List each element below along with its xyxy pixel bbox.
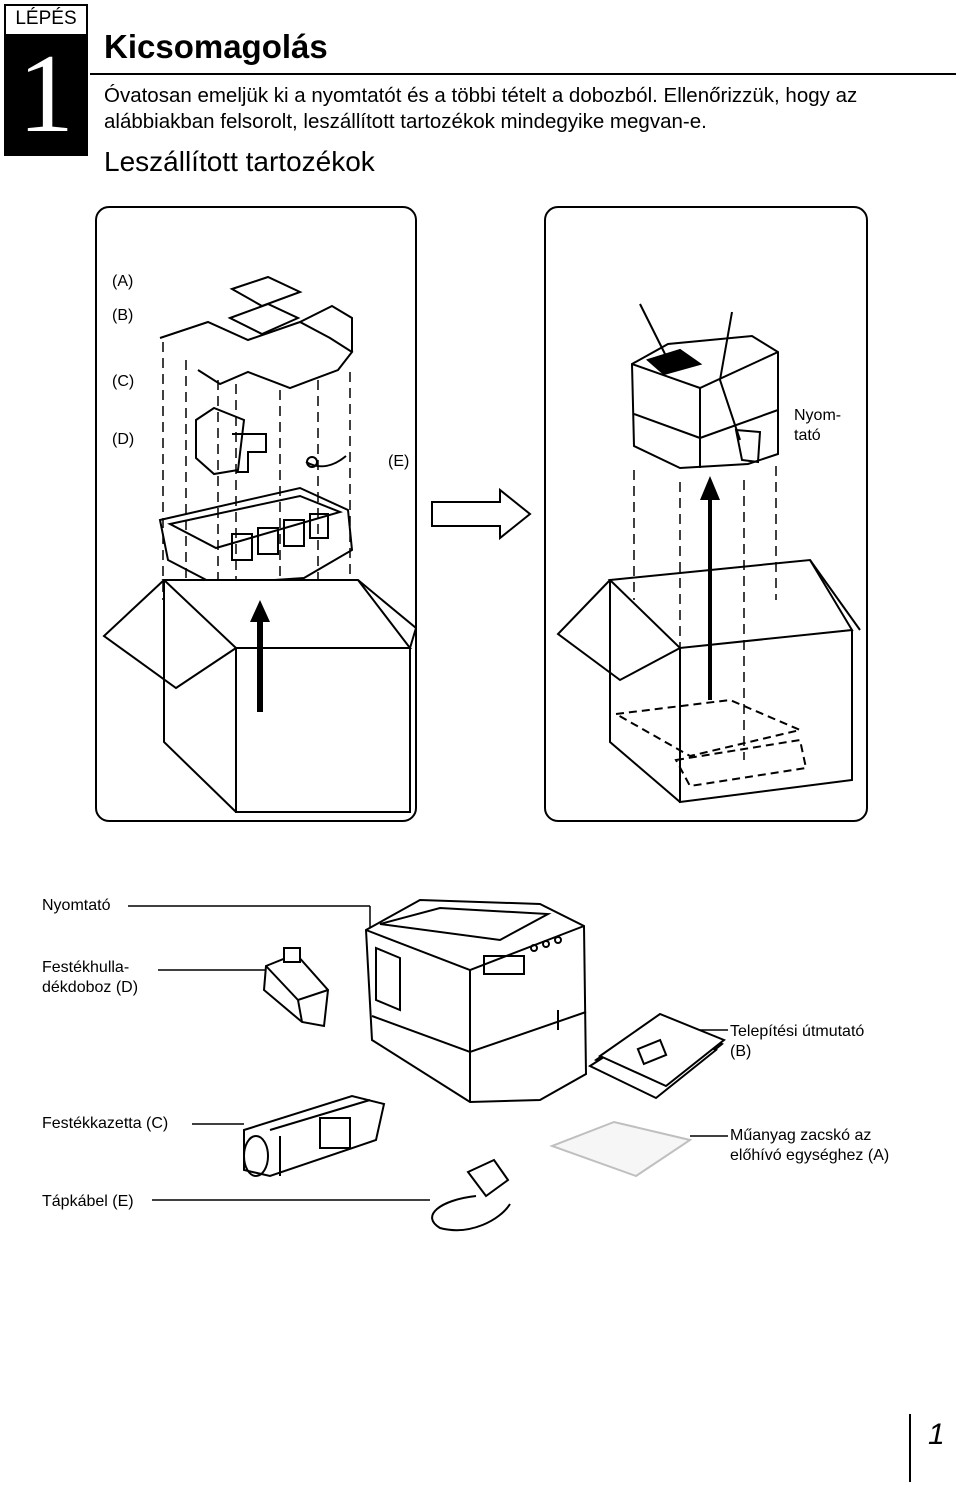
waste-toner-box-icon [262,947,330,1028]
item-power-cable-label: Tápkábel (E) [42,1193,134,1210]
printer-lifted-icon [630,303,779,470]
sleeve-sheet-icon [159,275,354,390]
page-number-rule [909,1414,911,1482]
title-rule [90,73,956,75]
label-d: (D) [112,431,135,448]
item-waste-box-line-1: Festékhulla- [42,959,130,976]
step-label: LÉPÉS [15,8,77,29]
manual-icon [587,1012,726,1100]
intro-line-2: alábbiakban felsorolt, leszállított tart… [104,110,707,133]
printer-label-right: Nyom- tató [794,406,841,446]
guide-lines-right [633,466,777,760]
box-icon-right [556,558,861,804]
intro-line-1: Óvatosan emeljük ki a nyomtatót és a töb… [104,84,858,107]
leader-lines [128,905,728,1201]
box-icon-left [102,579,418,813]
tray-icon [158,486,354,586]
printer-icon [364,898,588,1104]
label-b: (B) [112,307,134,324]
cable-icon [431,1158,511,1232]
item-bag-line-2: előhívó egységhez (A) [730,1147,890,1164]
item-toner-label: Festékkazetta (C) [42,1115,169,1132]
item-waste-box-label: Festékhulla- dékdoboz (D) [42,958,138,998]
printer-label-line-1: Nyom- [794,407,842,424]
item-guide-line-2: (B) [730,1043,752,1060]
arrow-right-icon [431,487,532,541]
intro-text: Óvatosan emeljük ki a nyomtatót és a töb… [104,83,954,135]
label-c: (C) [112,373,135,390]
bag-icon [549,1120,693,1178]
printer-label-line-2: tató [794,427,821,444]
unpack-panel-left [95,206,417,822]
waste-box-small-icon [195,406,267,476]
item-printer-label: Nyomtató [42,897,111,914]
label-e: (E) [388,453,410,470]
page-title: Kicsomagolás [104,28,328,65]
item-bag-label: Műanyag zacskó az előhívó egységhez (A) [730,1126,889,1166]
toner-icon [243,1094,386,1178]
item-guide-line-1: Telepítési útmutató [730,1023,865,1040]
item-bag-line-1: Műanyag zacskó az [730,1127,872,1144]
arrow-up-icon-left [250,600,270,712]
arrow-up-icon-right [700,476,720,700]
section-subtitle: Leszállított tartozékok [104,146,375,177]
step-number: 1 [6,34,86,154]
page-number: 1 [928,1418,945,1451]
item-guide-label: Telepítési útmutató (B) [730,1022,864,1062]
item-waste-box-line-2: dékdoboz (D) [42,979,139,996]
cable-small-icon [305,455,347,468]
label-a: (A) [112,273,134,290]
unpack-panel-right [544,206,868,822]
step-badge: LÉPÉS 1 [4,4,88,156]
